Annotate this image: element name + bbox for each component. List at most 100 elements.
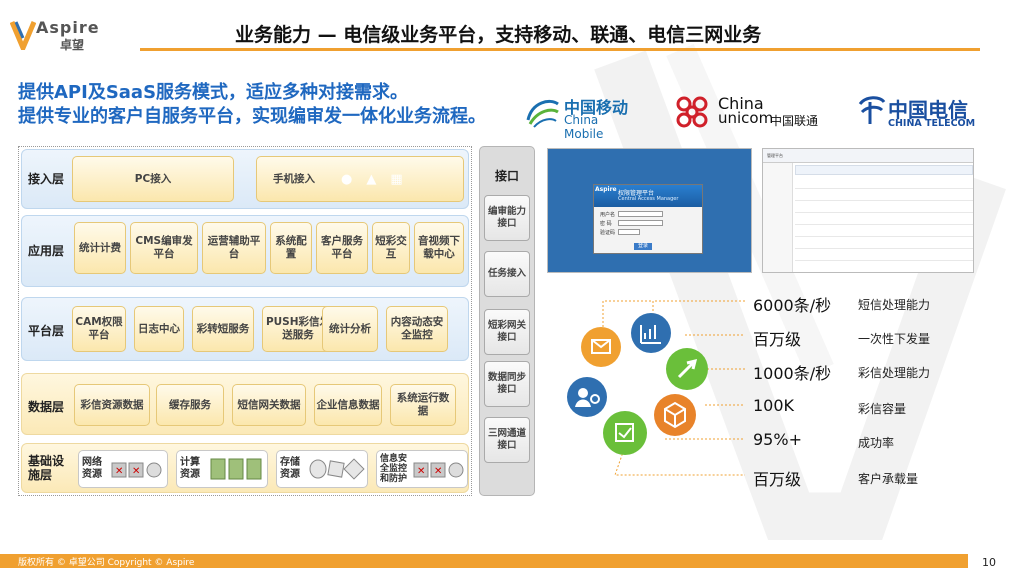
console-screenshot: 管理平台 [762,148,974,273]
apple-icon: ● [341,171,353,187]
login-user-label: 用户名 [600,212,616,218]
login-title: 权限管理平台 [618,190,655,197]
copyright-text: 版权所有 © 卓望公司 Copyright © Aspire [18,558,195,568]
user-icon-circle [567,377,607,417]
mobile-access-label: 手机接入 [273,172,315,185]
security-monitor-box: 信息安全监控和防护 ✕✕ [376,450,468,488]
sms-mms-interaction-box: 短彩交互 [372,222,410,274]
console-topbar: 管理平台 [763,149,973,163]
china-telecom-cn: 中国电信 [888,98,968,122]
access-layer-label: 接入层 [28,172,65,186]
aspire-logo: Aspire 卓望 [8,16,118,52]
login-subtitle: Central Access Manager [618,196,679,202]
login-code-input [618,229,640,235]
mobile-access-box: 手机接入 ● ▲ ▦ [256,156,464,202]
network-resource-label: 网络资源 [82,457,102,480]
storage-resource-label: 存储资源 [280,457,300,480]
access-layer: 接入层 PC接入 手机接入 ● ▲ ▦ [21,149,469,209]
stat-analysis-box: 统计分析 [322,306,378,352]
logo-text-cn: 卓望 [60,38,85,52]
footer-bar: 版权所有 © 卓望公司 Copyright © Aspire [0,554,968,568]
metric-desc-1: 短信处理能力 [858,298,931,312]
metric-value-4: 100K [753,396,795,415]
console-row [795,191,973,201]
console-row [795,239,973,249]
log-center-box: 日志中心 [134,306,184,352]
storage-icons [309,458,365,480]
data-layer: 数据层 彩信资源数据 缓存服务 短信网关数据 企业信息数据 系统运行数据 [21,373,469,435]
storage-resource-box: 存储资源 [276,450,368,488]
console-row [795,251,973,261]
network-device-icons: ✕✕ [111,459,163,479]
compute-resource-label: 计算资源 [180,457,200,480]
title-underline [140,48,980,51]
server-icons [209,457,263,481]
metrics-infographic [567,300,745,476]
login-window-titlebar: 权限管理平台 Central Access Manager [594,185,702,207]
enterprise-info-box: 企业信息数据 [314,384,382,426]
data-layer-label: 数据层 [28,400,65,414]
system-runtime-data-box: 系统运行数据 [390,384,456,426]
rocket-icon [677,358,698,379]
ops-assist-box: 运营辅助平台 [202,222,266,274]
page-number: 10 [982,556,996,569]
av-download-box: 音视频下载中心 [414,222,464,274]
metric-desc-4: 彩信容量 [858,402,907,416]
login-window: 权限管理平台 Central Access Manager 用户名 密 码 验证… [593,184,703,254]
console-row [795,215,973,225]
metric-desc-2: 一次性下发量 [858,332,931,346]
interface-title: 接口 [494,169,519,183]
application-layer-label: 应用层 [28,244,65,258]
infrastructure-layer-label: 基础设施层 [28,454,65,482]
compute-resource-box: 计算资源 [176,450,268,488]
billing-box: 统计计费 [74,222,126,274]
china-telecom-en: CHINA TELECOM [888,118,976,129]
mms-resource-data-box: 彩信资源数据 [74,384,150,426]
data-sync-interface-box: 数据同步接口 [484,361,530,407]
check-icon [615,423,634,442]
review-interface-box: 编审能力接口 [484,195,530,241]
content-security-box: 内容动态安全监控 [386,306,448,352]
security-device-icons: ✕✕ [413,459,465,479]
china-mobile-icon [526,99,559,128]
china-telecom-logo: 中国电信 CHINA TELECOM [856,94,976,130]
metric-desc-5: 成功率 [858,436,895,450]
connector-lines [602,300,745,476]
security-monitor-label: 信息安全监控和防护 [380,454,408,484]
svg-text:✕: ✕ [132,466,140,477]
check-icon-circle [603,411,647,455]
metric-value-2: 百万级 [753,330,802,349]
login-pwd-input [618,220,663,226]
svg-text:✕: ✕ [115,466,123,477]
box-icon [664,401,686,429]
console-title: 管理平台 [767,153,783,158]
platform-layer: 平台层 CAM权限平台 日志中心 彩转短服务 PUSH彩信发送服务 统计分析 内… [21,297,469,361]
interface-column: 接口 编审能力接口 任务接入 短彩网关接口 数据同步接口 三网通道接口 [479,146,535,496]
chart-icon [640,325,661,344]
task-access-box: 任务接入 [484,251,530,297]
metric-desc-6: 客户承载量 [858,472,919,486]
china-unicom-en-1: China [718,94,764,113]
console-row [795,227,973,237]
infrastructure-layer: 基础设施层 网络资源 ✕✕ 计算资源 存储资源 信息安全监控和防护 ✕✕ [21,443,469,493]
aspire-logo-icon [10,21,36,50]
svg-text:✕: ✕ [417,466,425,477]
metric-value-5: 95%+ [753,430,802,449]
login-screenshot: 权限管理平台 Central Access Manager 用户名 密 码 验证… [547,148,752,273]
console-sidebar [763,163,793,272]
pc-access-box: PC接入 [72,156,234,202]
gateway-interface-box: 短彩网关接口 [484,309,530,355]
metric-value-3: 1000条/秒 [753,364,832,383]
logo-text: Aspire [36,18,100,37]
platform-layer-label: 平台层 [28,324,65,338]
svg-text:✕: ✕ [434,466,442,477]
cms-box: CMS编审发平台 [130,222,198,274]
china-unicom-cn: 中国联通 [770,114,819,128]
cam-box: CAM权限平台 [72,306,126,352]
metric-value-1: 6000条/秒 [753,296,832,315]
china-unicom-en-2: unicom [718,109,774,127]
system-config-box: 系统配置 [270,222,312,274]
intro-line-2: 提供专业的客户自服务平台，实现编审发一体化业务流程。 [18,106,486,127]
login-brand: Aspire [595,186,617,193]
login-code-label: 验证码 [600,230,616,236]
